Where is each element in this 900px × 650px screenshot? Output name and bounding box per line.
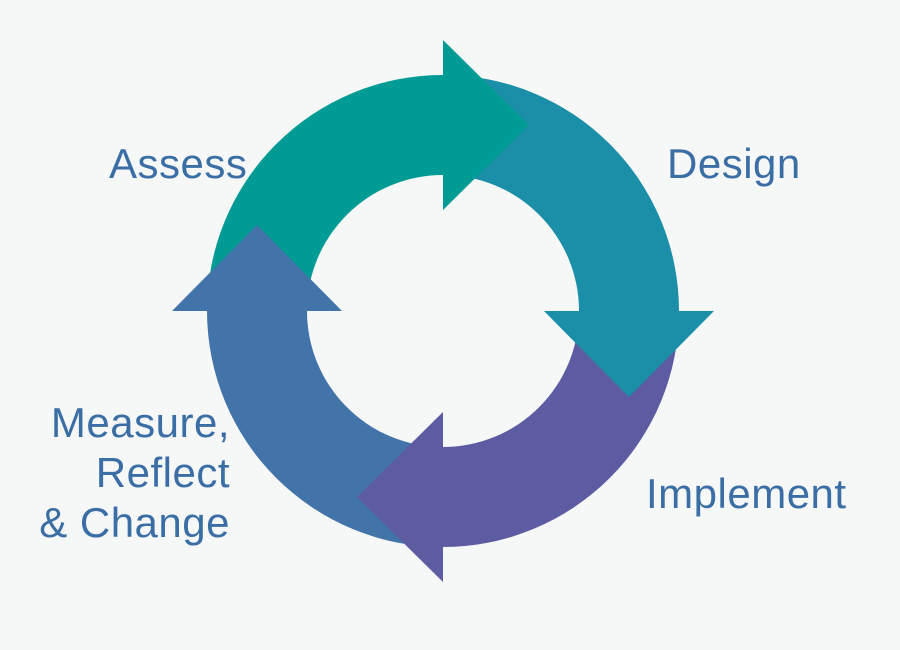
- implement-arrowhead-icon: [357, 412, 443, 582]
- design-arrowhead-icon: [544, 311, 714, 397]
- design-label: Design: [667, 140, 801, 187]
- measure-arrowhead-icon: [172, 225, 342, 311]
- measure-reflect-change-label: Measure, Reflect & Change: [39, 399, 230, 546]
- arrowheads: [172, 40, 714, 582]
- assess-label: Assess: [109, 140, 248, 187]
- assess-arrowhead-icon: [443, 40, 529, 210]
- implement-label: Implement: [646, 470, 847, 517]
